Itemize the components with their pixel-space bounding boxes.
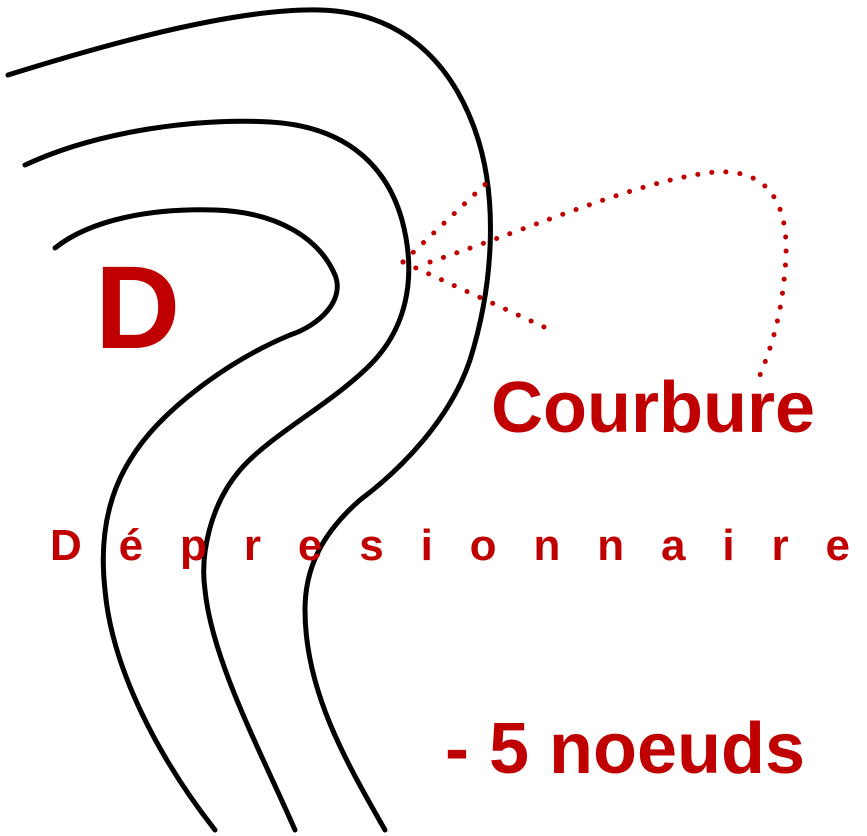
curvature-ray-lower [400, 259, 558, 335]
wind-change-label: - 5 noeuds [445, 709, 805, 789]
isobar-outer [5, 7, 493, 833]
curvature-ray-upper [400, 172, 498, 265]
isobar-inner [52, 207, 340, 833]
curvature-connector [427, 169, 789, 378]
low-pressure-center-label: D [95, 242, 180, 374]
curvature-label: Courbure [491, 368, 815, 448]
depression-type-label: Dépresionnaire [50, 521, 850, 570]
isobar-middle [22, 118, 412, 833]
